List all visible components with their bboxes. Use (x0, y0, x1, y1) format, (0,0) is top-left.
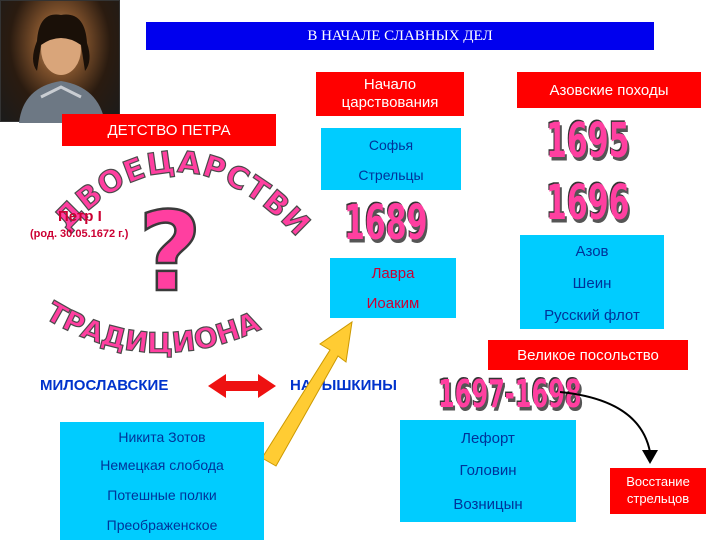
streltsy-uprising-box: Восстание стрельцов (610, 468, 706, 514)
portrait-image (0, 0, 120, 123)
ioakim-text: Иоаким (366, 294, 420, 312)
arrow-up-lavra-icon (261, 320, 353, 467)
peter-name: Петр I (58, 208, 102, 225)
miloslavskie-label: МИЛОСЛАВСКИЕ (40, 377, 169, 394)
childhood-details-box: Никита Зотов Немецкая слобода Потешные п… (60, 422, 264, 540)
azov-box: Азов Шеин Русский флот (520, 235, 664, 329)
reign-start-label: Начало царствования (316, 72, 464, 116)
lefort-text: Лефорт (461, 429, 515, 447)
voznitsyn-text: Возницын (453, 495, 523, 513)
dual-reign-graphic: ДВОЕЦАРСТВИЕ ТРАДИЦИОНАЛИЗМ ? (0, 140, 317, 360)
year-1695: 1695 (546, 114, 630, 170)
uprising-line-2: стрельцов (626, 491, 690, 506)
year-1697-1698: 1697-1698 (438, 372, 582, 417)
nikita-zotov-text: Никита Зотов (118, 429, 206, 445)
sofya-text: Софья (368, 137, 414, 153)
lavra-text: Лавра (371, 264, 415, 282)
year-1689: 1689 (344, 196, 428, 252)
azov-campaigns-label: Азовские походы (517, 72, 701, 108)
associates-box: Лефорт Головин Возницын (400, 420, 576, 522)
double-arrow-icon (208, 374, 276, 398)
sofya-box: Софья Стрельцы (321, 128, 461, 190)
play-regiments-text: Потешные полки (107, 487, 217, 503)
lavra-box: Лавра Иоаким (330, 258, 456, 318)
uprising-line-1: Восстание (626, 474, 690, 489)
shein-text: Шеин (572, 274, 612, 292)
streltsy-text: Стрельцы (358, 167, 424, 183)
azov-text: Азов (575, 242, 609, 260)
german-quarter-text: Немецкая слобода (100, 457, 224, 473)
portrait-figure-icon (19, 14, 105, 123)
russian-fleet-text: Русский флот (544, 306, 640, 324)
peter-born: (род. 30.05.1672 г.) (30, 228, 129, 240)
arrow-up-sofya-icon (4, 280, 38, 420)
question-mark: ? (138, 188, 202, 316)
preobrazhenskoe-text: Преображенское (106, 517, 218, 533)
childhood-label: ДЕТСТВО ПЕТРА (62, 114, 276, 146)
year-1696: 1696 (546, 176, 630, 232)
arrow-to-uprising-icon (559, 391, 658, 464)
golovin-text: Головин (459, 461, 517, 479)
page-title: В НАЧАЛЕ СЛАВНЫХ ДЕЛ (146, 22, 654, 50)
great-embassy-label: Великое посольство (488, 340, 688, 370)
